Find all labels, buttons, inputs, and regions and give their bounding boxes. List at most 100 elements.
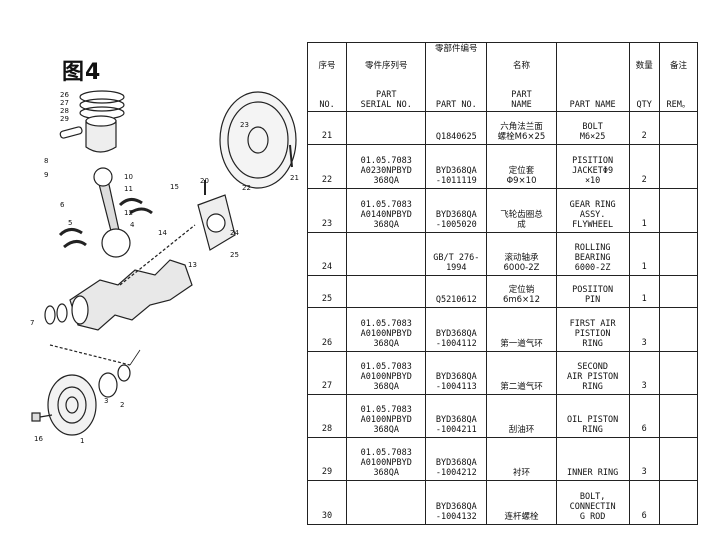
parts-list-table: 序号 零件序列号 零部件编号 名称 数量 备注 NO. PART SERIAL … [306, 42, 699, 526]
callout-21: 21 [290, 174, 299, 182]
cell-row-number: 24 [306, 232, 348, 277]
header-name-en: PART NAME [486, 89, 557, 113]
callout-23: 23 [240, 121, 249, 129]
crankshaft [69, 259, 193, 331]
cell-part-no: BYD368QA -1005020 [425, 188, 488, 234]
header-row-en: NO. PART SERIAL NO. PART NO. PART NAME P… [306, 89, 699, 113]
header-rem-en: REM。 [658, 89, 699, 113]
cell-serial-no [346, 480, 427, 526]
cell-part-name-en: POSIITON PIN [555, 275, 630, 309]
cell-part-no: GB/T 276- 1994 [425, 232, 488, 277]
cell-row-number: 21 [306, 111, 348, 146]
cell-name-cn: 定位套 Φ9×10 [486, 144, 557, 190]
cell-name-cn: 刮油环 [486, 394, 557, 439]
cell-name-cn: 第二道气环 [486, 351, 557, 396]
cell-row-number: 28 [306, 394, 348, 439]
cell-row-number: 25 [306, 275, 348, 309]
callout-25: 25 [230, 251, 239, 259]
cell-part-name-en: SECOND AIR PISTON RING [555, 351, 630, 396]
cell-part-no: BYD368QA -1011119 [425, 144, 488, 190]
callout-15: 15 [170, 183, 179, 191]
cell-remark [658, 232, 699, 277]
cell-part-name-en: INNER RING [555, 437, 630, 482]
cell-remark [658, 394, 699, 439]
callout-6: 6 [60, 201, 65, 209]
callout-28: 28 [60, 107, 69, 115]
cell-part-name-en: ROLLING BEARING 6000-2Z [555, 232, 630, 277]
cell-name-cn: 连杆螺栓 [486, 480, 557, 526]
callout-29: 29 [60, 115, 69, 123]
cell-remark [658, 111, 699, 146]
callout-12: 12 [124, 209, 133, 217]
callout-27: 27 [60, 99, 69, 107]
thrust-washer [44, 305, 56, 325]
cell-serial-no: 01.05.7083 A0100NPBYD 368QA [346, 394, 427, 439]
callout-8: 8 [44, 157, 48, 165]
cell-serial-no: 01.05.7083 A0140NPBYD 368QA [346, 188, 427, 234]
cell-serial-no: 01.05.7083 A0100NPBYD 368QA [346, 437, 427, 482]
flywheel [219, 91, 297, 189]
cell-row-number: 27 [306, 351, 348, 396]
header-partname-en: PART NAME [555, 89, 630, 113]
header-no-cn: 序号 [306, 42, 348, 89]
cell-part-no: BYD368QA -1004211 [425, 394, 488, 439]
timing-gear [98, 372, 118, 398]
callout-7: 7 [30, 319, 34, 327]
callout-16: 16 [34, 435, 43, 443]
cell-part-name-en: BOLT M6×25 [555, 111, 630, 146]
piston-pin [59, 126, 83, 139]
cell-row-number: 26 [306, 307, 348, 353]
callout-2: 2 [120, 401, 124, 409]
header-partno-cn: 零部件编号 [425, 42, 488, 89]
pulley-bolt [31, 412, 41, 422]
cell-name-cn: 滚动轴承 6000-2Z [486, 232, 557, 277]
callout-20: 20 [200, 177, 209, 185]
piston [85, 120, 117, 153]
cell-part-no: BYD368QA -1004132 [425, 480, 488, 526]
cell-part-no: Q1840625 [425, 111, 488, 146]
cell-name-cn: 定位销 6m6×12 [486, 275, 557, 309]
cell-quantity: 2 [628, 111, 660, 146]
callout-13: 13 [188, 261, 197, 269]
cell-remark [658, 275, 699, 309]
cell-quantity: 1 [628, 275, 660, 309]
callout-5: 5 [68, 219, 72, 227]
cell-serial-no [346, 275, 427, 309]
cell-row-number: 29 [306, 437, 348, 482]
cell-part-no: BYD368QA -1004112 [425, 307, 488, 353]
cell-remark [658, 188, 699, 234]
thrust-washer [56, 303, 68, 323]
callout-22: 22 [242, 184, 251, 192]
cell-quantity: 3 [628, 307, 660, 353]
callout-9: 9 [44, 171, 48, 179]
cell-serial-no: 01.05.7083 A0100NPBYD 368QA [346, 307, 427, 353]
cell-remark [658, 144, 699, 190]
cell-serial-no: 01.05.7083 A0100NPBYD 368QA [346, 351, 427, 396]
callout-3: 3 [104, 397, 108, 405]
connecting-rod [97, 179, 121, 236]
cell-name-cn: 飞轮齿圈总 成 [486, 188, 557, 234]
exploded-parts-diagram: 26 27 28 29 23 22 21 8 9 10 11 12 20 15 … [30, 90, 299, 445]
cell-remark [658, 351, 699, 396]
callout-1: 1 [80, 437, 84, 445]
cell-quantity: 2 [628, 144, 660, 190]
callout-4: 4 [130, 221, 135, 229]
spacer [117, 364, 131, 382]
figure-title: 图4 [62, 60, 102, 85]
cell-part-no: Q5210612 [425, 275, 488, 309]
cell-quantity: 6 [628, 394, 660, 439]
header-serial-en: PART SERIAL NO. [346, 89, 427, 113]
header-qty-cn: 数量 [628, 42, 660, 89]
callout-10: 10 [124, 173, 133, 181]
cell-remark [658, 437, 699, 482]
cell-row-number: 22 [306, 144, 348, 190]
piston-ring-1 [79, 90, 125, 104]
cell-quantity: 3 [628, 351, 660, 396]
